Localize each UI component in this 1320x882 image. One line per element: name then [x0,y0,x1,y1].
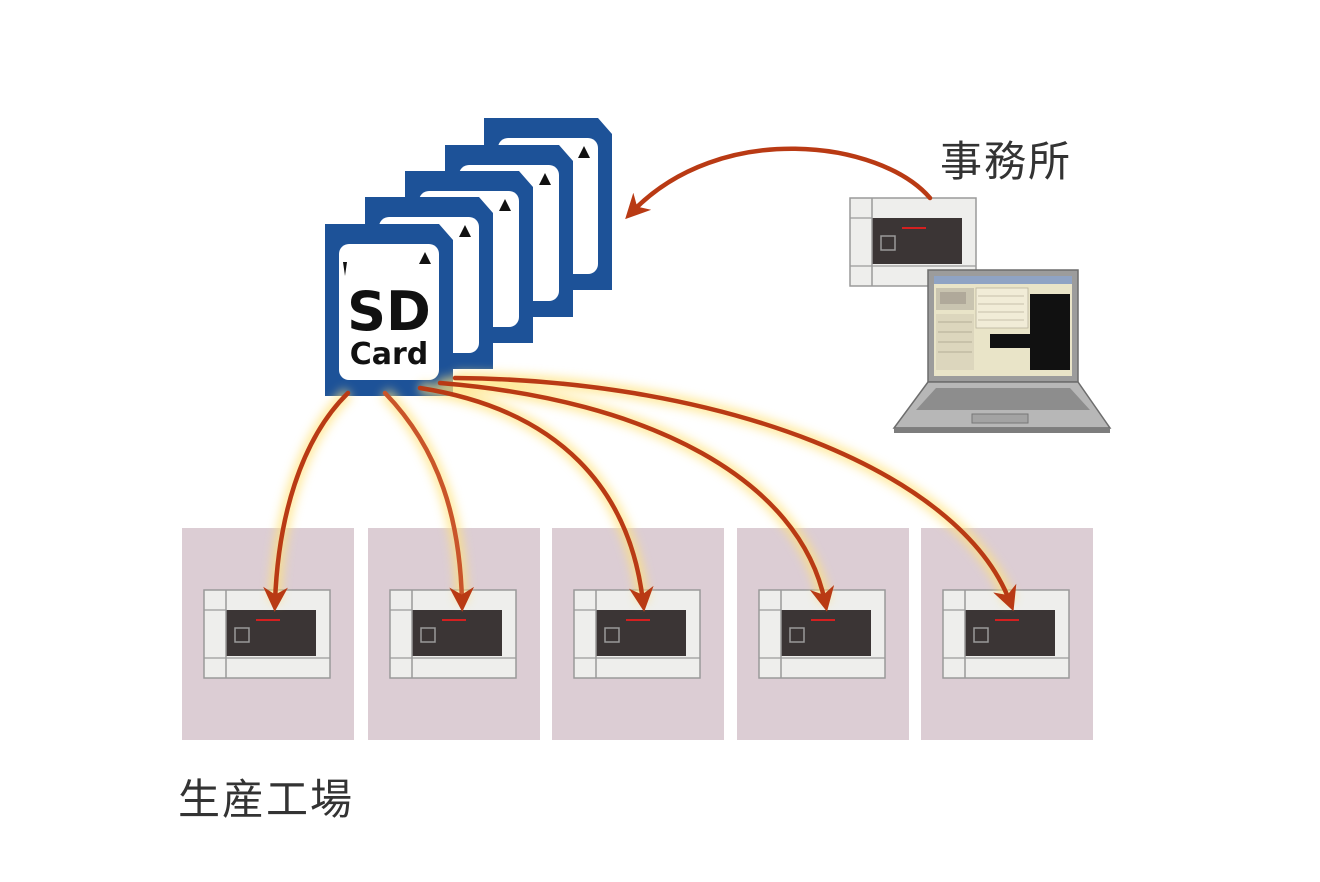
arrow-icon [382,390,475,612]
sd-card-front: SD Card [325,224,453,396]
laptop-icon [892,269,1112,433]
sd-card-stack: D D D D SD Card [325,118,612,396]
arrow-icon [263,390,351,612]
arrow-icon [452,375,1017,612]
office-to-sd-arrow-icon [625,146,933,220]
factory-slots [182,528,1093,740]
sd-card-label-line1: SD [347,280,431,343]
factory-slot-5 [921,528,1093,740]
plc-icon [389,589,517,679]
plc-icon [203,589,331,679]
arrow-icon [417,385,654,612]
factory-slot-1 [182,528,354,740]
plc-icon [758,589,886,679]
sd-card-label-line2: Card [350,337,429,372]
arrows [263,146,1017,612]
factory-slot-4 [737,528,909,740]
arrow-icon [437,380,835,612]
factory-label: 生産工場 [178,775,355,824]
plc-icon [573,589,701,679]
office-label: 事務所 [940,137,1073,186]
